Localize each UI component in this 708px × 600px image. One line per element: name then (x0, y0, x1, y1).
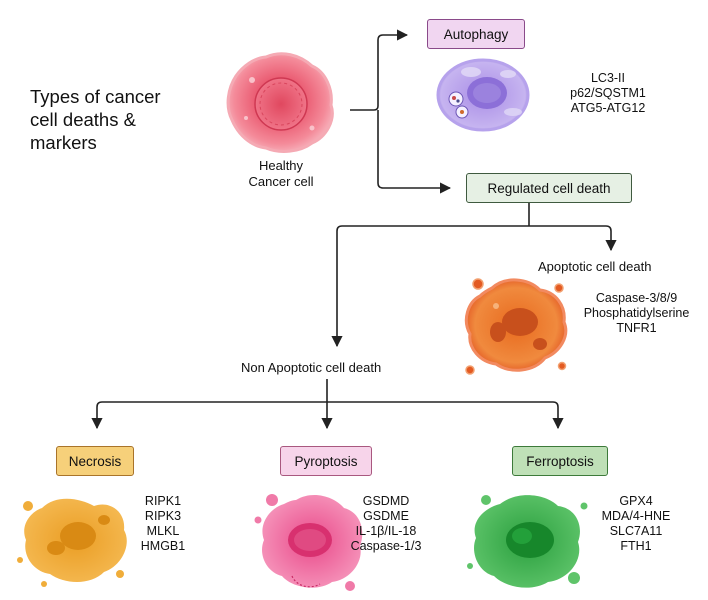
autophagy-markers: LC3-II p62/SQSTM1 ATG5-ATG12 (548, 71, 668, 116)
autophagy-box: Autophagy (427, 19, 525, 49)
pyroptosis-marker: GSDMD (362, 494, 410, 508)
arrow-to-regulated (377, 110, 452, 194)
necrosis-markers: RIPK1 RIPK3 MLKL HMGB1 (134, 494, 192, 554)
necrosis-marker: RIPK3 (144, 509, 182, 523)
diagram-title-line-2: cell deaths & (30, 109, 136, 130)
ferroptosis-marker: FTH1 (620, 539, 652, 553)
arrow-to-non-apoptotic (331, 225, 468, 348)
pyroptosis-marker: GSDME (363, 509, 409, 523)
pyroptosis-box: Pyroptosis (280, 446, 372, 476)
necrosis-box: Necrosis (56, 446, 134, 476)
arrows (91, 29, 617, 430)
autophagy-marker: p62/SQSTM1 (570, 86, 646, 100)
arrow-to-ferroptosis (327, 401, 564, 430)
ferroptosis-marker: MDA/4-HNE (601, 509, 671, 523)
apoptotic-marker: Phosphatidylserine (583, 306, 690, 320)
necrosis-marker: HMGB1 (140, 539, 186, 553)
pyroptosis-markers: GSDMD GSDME IL-1β/IL-18 Caspase-1/3 (343, 494, 429, 554)
apoptotic-cell-death-label: Apoptotic cell death (538, 259, 652, 274)
autophagy-label: Autophagy (443, 26, 509, 42)
necrosis-marker: RIPK1 (144, 494, 182, 508)
ferroptosis-cell-icon (467, 495, 588, 588)
healthy-cell-label: Healthy Cancer cell (230, 158, 332, 190)
necrosis-label: Necrosis (68, 453, 122, 469)
pyroptosis-cell-icon (254, 494, 363, 591)
arrow-to-apoptotic (468, 225, 617, 252)
arrow-to-autophagy (350, 29, 409, 111)
autophagy-cell-icon (436, 58, 530, 132)
pyroptosis-label: Pyroptosis (294, 453, 358, 469)
apoptotic-cell-icon (464, 278, 568, 375)
diagram-title-line-1: Types of cancer (30, 86, 161, 107)
healthy-cancer-cell-icon (226, 52, 334, 153)
apoptotic-marker: TNFR1 (616, 321, 657, 335)
ferroptosis-box: Ferroptosis (512, 446, 608, 476)
pyroptosis-marker: IL-1β/IL-18 (355, 524, 417, 538)
autophagy-marker: LC3-II (590, 71, 626, 85)
autophagy-marker: ATG5-ATG12 (570, 101, 646, 115)
ferroptosis-marker: GPX4 (619, 494, 653, 508)
arrow-to-necrosis (91, 401, 327, 430)
apoptotic-marker: Caspase-3/8/9 (595, 291, 678, 305)
regulated-cell-death-label: Regulated cell death (487, 180, 611, 196)
necrosis-cell-icon (17, 498, 127, 587)
ferroptosis-markers: GPX4 MDA/4-HNE SLC7A11 FTH1 (590, 494, 682, 554)
apoptotic-markers: Caspase-3/8/9 Phosphatidylserine TNFR1 (569, 291, 704, 336)
necrosis-marker: MLKL (146, 524, 180, 538)
pyroptosis-marker: Caspase-1/3 (350, 539, 422, 553)
regulated-cell-death-box: Regulated cell death (466, 173, 632, 203)
non-apoptotic-cell-death-label: Non Apoptotic cell death (241, 360, 382, 375)
healthy-cell-label-line-1: Healthy (258, 158, 304, 173)
healthy-cell-label-line-2: Cancer cell (248, 174, 314, 189)
ferroptosis-label: Ferroptosis (526, 453, 594, 469)
ferroptosis-marker: SLC7A11 (609, 524, 663, 538)
diagram-title-line-3: markers (30, 132, 97, 153)
